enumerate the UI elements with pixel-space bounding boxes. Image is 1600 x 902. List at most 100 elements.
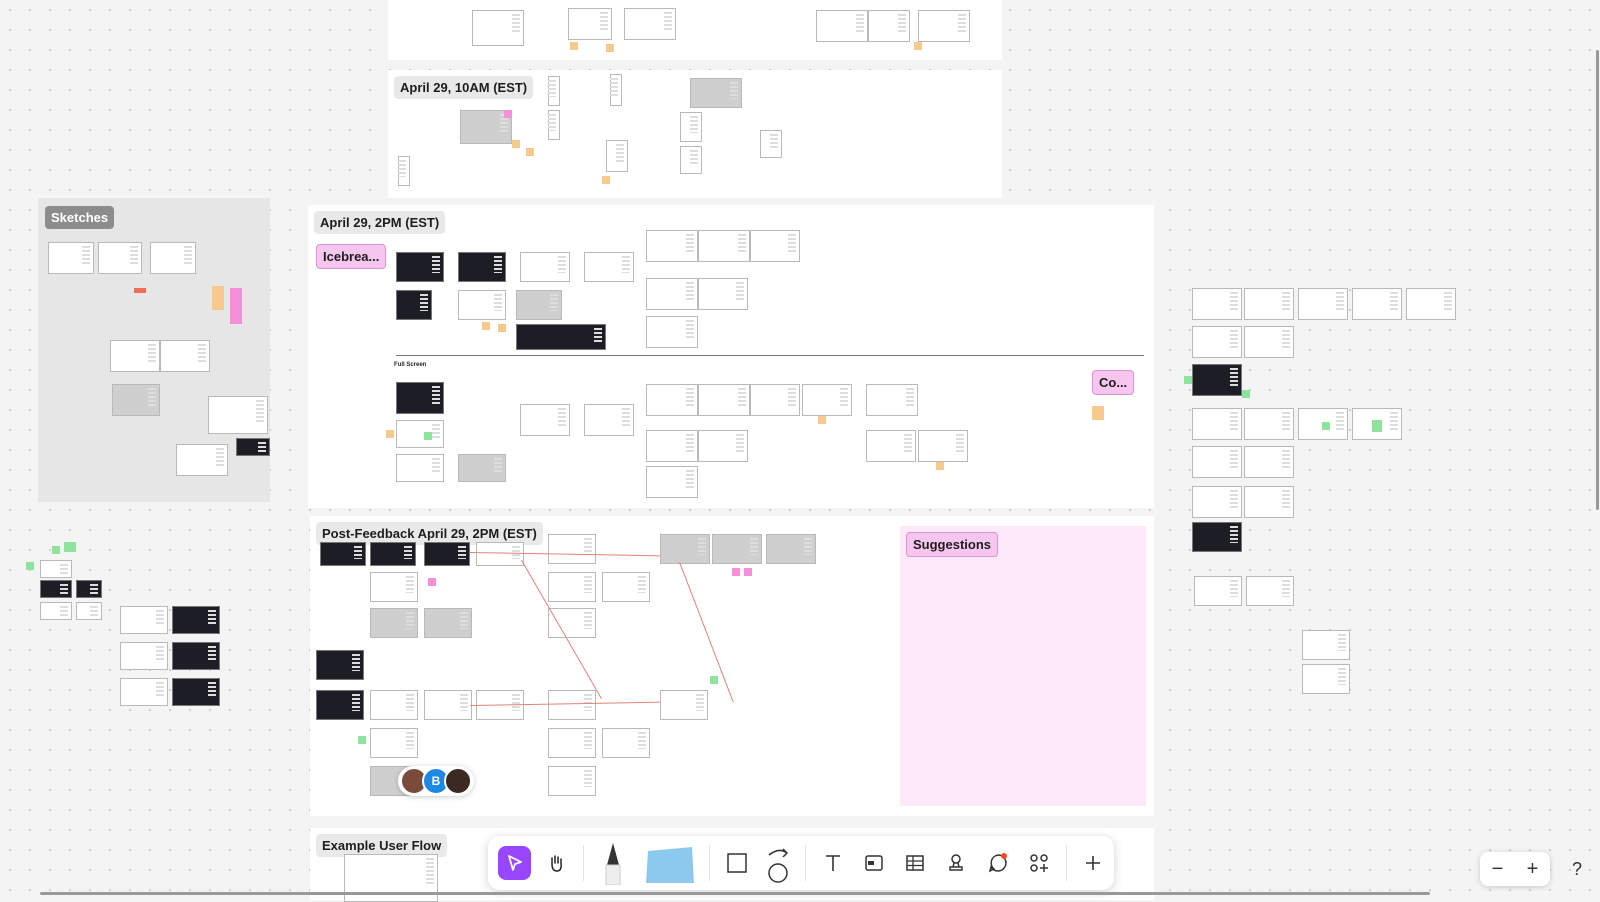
frame-thumbnail[interactable] (460, 110, 512, 144)
sticky-note[interactable] (744, 568, 752, 576)
frame-thumbnail[interactable] (520, 404, 570, 436)
frame-thumbnail[interactable] (1244, 446, 1294, 478)
sticky-note[interactable] (1242, 390, 1250, 398)
frame-thumbnail[interactable] (548, 76, 560, 106)
sticky-note[interactable] (1372, 420, 1382, 432)
frame-thumbnail[interactable] (370, 572, 418, 602)
frame-thumbnail[interactable] (476, 542, 524, 566)
frame-thumbnail[interactable] (236, 438, 270, 456)
sticky-note[interactable] (1184, 376, 1192, 384)
frame-thumbnail[interactable] (516, 290, 562, 320)
frame-thumbnail[interactable] (458, 454, 506, 482)
sticky-note[interactable] (26, 562, 34, 570)
frame-thumbnail[interactable] (606, 140, 628, 172)
sticky-note[interactable] (424, 432, 432, 440)
frame-thumbnail[interactable] (1192, 408, 1242, 440)
frame-thumbnail[interactable] (584, 404, 634, 436)
frame-thumbnail[interactable] (698, 230, 750, 262)
frame-thumbnail[interactable] (1192, 486, 1242, 518)
frame-thumbnail[interactable] (680, 146, 702, 174)
more-icon[interactable] (1077, 846, 1110, 880)
frame-thumbnail[interactable] (1298, 288, 1348, 320)
hand-icon[interactable] (539, 846, 572, 880)
frame-thumbnail[interactable] (396, 382, 444, 414)
frame-thumbnail[interactable] (172, 678, 220, 706)
frame-thumbnail[interactable] (568, 8, 612, 40)
help-button[interactable]: ? (1571, 858, 1582, 879)
frame-thumbnail[interactable] (172, 606, 220, 634)
frame-thumbnail[interactable] (646, 316, 698, 348)
frame-thumbnail[interactable] (548, 534, 596, 564)
frame-thumbnail[interactable] (760, 130, 782, 158)
section-icon[interactable] (857, 846, 890, 880)
sticky-note[interactable] (570, 42, 578, 50)
collaborators[interactable]: B (398, 766, 474, 796)
frame-thumbnail[interactable] (548, 110, 560, 140)
frame-thumbnail[interactable] (548, 572, 596, 602)
frame-thumbnail[interactable] (646, 466, 698, 498)
frame-thumbnail[interactable] (396, 420, 444, 448)
vertical-scrollbar[interactable] (1596, 50, 1599, 510)
frame-thumbnail[interactable] (660, 534, 710, 564)
shape-icon[interactable] (720, 846, 753, 880)
sticky-note[interactable] (386, 430, 394, 438)
frame-thumbnail[interactable] (40, 580, 72, 598)
frame-thumbnail[interactable] (316, 650, 364, 680)
frame-thumbnail[interactable] (110, 340, 160, 372)
sticky-note[interactable] (1092, 406, 1104, 420)
frame-thumbnail[interactable] (548, 608, 596, 638)
frame-thumbnail[interactable] (868, 10, 910, 42)
sticky-note[interactable] (710, 676, 718, 684)
section-label-april29-2pm[interactable]: April 29, 2PM (EST) (314, 211, 446, 234)
section-label-example-user-flow[interactable]: Example User Flow (316, 834, 448, 857)
stamp-icon[interactable] (940, 846, 973, 880)
sticky-note[interactable] (482, 322, 490, 330)
frame-thumbnail[interactable] (660, 690, 708, 720)
frame-thumbnail[interactable] (370, 608, 418, 638)
frame-thumbnail[interactable] (1192, 522, 1242, 552)
sticky-note[interactable] (602, 176, 610, 184)
frame-thumbnail[interactable] (320, 542, 366, 566)
sticky-note[interactable] (606, 44, 614, 52)
sticky-note[interactable] (358, 736, 366, 744)
table-icon[interactable] (899, 846, 932, 880)
widgets-icon[interactable] (1022, 846, 1055, 880)
frame-thumbnail[interactable] (472, 10, 524, 46)
frame-thumbnail[interactable] (646, 278, 698, 310)
frame-thumbnail[interactable] (1406, 288, 1456, 320)
frame-thumbnail[interactable] (150, 242, 196, 274)
sticky-icebreaker[interactable]: Icebrea... (316, 244, 387, 269)
frame-thumbnail[interactable] (396, 252, 444, 282)
frame-thumbnail[interactable] (610, 74, 622, 106)
frame-thumbnail[interactable] (208, 396, 268, 434)
sticky-note[interactable] (230, 288, 242, 324)
frame-thumbnail[interactable] (458, 290, 506, 320)
frame-thumbnail[interactable] (120, 678, 168, 706)
sticky-note[interactable] (936, 462, 944, 470)
sticky-note[interactable] (504, 110, 512, 118)
frame-thumbnail[interactable] (866, 430, 916, 462)
sticky-note[interactable] (1322, 422, 1330, 430)
frame-thumbnail[interactable] (1192, 288, 1242, 320)
frame-thumbnail[interactable] (40, 560, 72, 578)
frame-thumbnail[interactable] (766, 534, 816, 564)
frame-thumbnail[interactable] (1302, 630, 1350, 660)
frame-thumbnail[interactable] (712, 534, 762, 564)
frame-thumbnail[interactable] (516, 324, 606, 350)
frame-thumbnail[interactable] (602, 728, 650, 758)
frame-thumbnail[interactable] (120, 606, 168, 634)
section-label-post-feedback[interactable]: Post-Feedback April 29, 2PM (EST) (316, 522, 543, 545)
frame-thumbnail[interactable] (172, 642, 220, 670)
frame-thumbnail[interactable] (120, 642, 168, 670)
frame-thumbnail[interactable] (1352, 288, 1402, 320)
frame-thumbnail[interactable] (602, 572, 650, 602)
sticky-note[interactable] (134, 288, 146, 293)
frame-thumbnail[interactable] (750, 230, 800, 262)
horizontal-scrollbar[interactable] (40, 892, 1430, 895)
frame-thumbnail[interactable] (396, 290, 432, 320)
frame-thumbnail[interactable] (548, 766, 596, 796)
sticky-note[interactable] (212, 286, 224, 310)
frame-thumbnail[interactable] (802, 384, 852, 416)
section-label-april29-10am[interactable]: April 29, 10AM (EST) (394, 76, 534, 99)
frame-thumbnail[interactable] (1192, 446, 1242, 478)
